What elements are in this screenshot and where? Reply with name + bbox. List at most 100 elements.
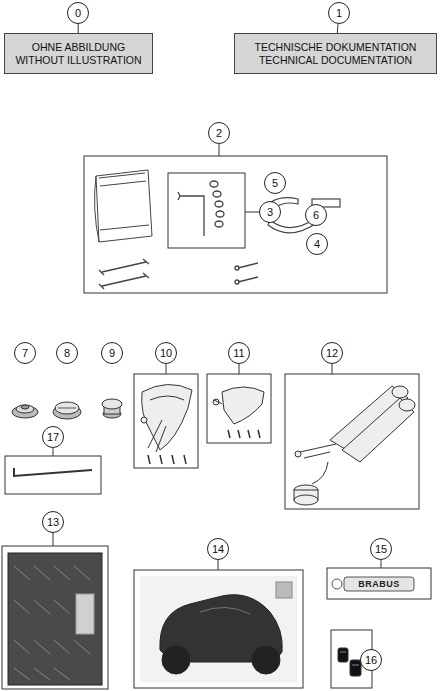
leader-line <box>381 560 382 568</box>
hex-key-illustration <box>14 468 92 476</box>
cover-illustration <box>140 576 297 682</box>
valve-cap-illustration <box>338 648 361 676</box>
note-text: TECHNICAL DOCUMENTATION <box>259 54 412 66</box>
callout-number: 1 <box>328 2 350 24</box>
callout-circle <box>156 343 177 364</box>
callout-circle <box>208 539 229 560</box>
leader-line <box>245 212 259 213</box>
oil-cap-illustration <box>102 399 122 409</box>
tool-illustration <box>213 191 221 197</box>
frame <box>168 173 245 248</box>
tool-illustration <box>210 181 218 187</box>
guard-illustration <box>148 420 166 452</box>
callout-text: 16 <box>365 654 377 667</box>
callout-number: 5 <box>264 172 286 194</box>
callout-circle <box>209 123 230 144</box>
callout-number: 2 <box>208 122 230 144</box>
cover-illustration <box>162 646 190 674</box>
callout-text: 7 <box>22 347 28 360</box>
frame <box>327 568 431 599</box>
oil-cap-illustration <box>55 402 79 414</box>
frame <box>5 456 101 494</box>
callout-number: 17 <box>42 426 64 448</box>
callout-number: 4 <box>306 233 328 255</box>
tool-illustration <box>235 266 239 270</box>
leader-line <box>218 560 219 570</box>
valve-cap-illustration <box>340 652 359 665</box>
tool-illustration <box>178 192 180 200</box>
note-box: OHNE ABBILDUNGWITHOUT ILLUSTRATION <box>4 33 153 74</box>
callout-text: 3 <box>267 206 273 219</box>
callout-text: 8 <box>64 347 70 360</box>
guard-illustration <box>228 430 260 438</box>
guard-illustration <box>148 455 186 464</box>
callout-number: 13 <box>42 511 64 533</box>
tool-illustration <box>99 259 149 275</box>
manual-illustration <box>99 173 149 230</box>
frame <box>2 156 431 689</box>
callout-number: 9 <box>101 342 123 364</box>
leader-line <box>332 364 333 374</box>
callout-number: 16 <box>360 649 382 671</box>
leader-line <box>53 533 54 546</box>
callout-text: 9 <box>109 347 115 360</box>
mat-illustration <box>76 594 94 634</box>
oil-cap-illustration <box>58 408 76 409</box>
frame <box>84 156 387 293</box>
exhaust-illustration <box>399 399 415 411</box>
guard-illustration <box>141 417 147 423</box>
manual-illustration <box>95 170 152 242</box>
callout-text: 5 <box>272 177 278 190</box>
oil-cap-illustration <box>12 399 122 419</box>
callout-text: 15 <box>375 543 387 556</box>
exhaust-illustration <box>300 444 336 458</box>
leader-line <box>166 364 167 374</box>
callout-circle <box>307 234 328 255</box>
callout-number: 8 <box>56 342 78 364</box>
callout-number: 7 <box>14 342 36 364</box>
frame <box>134 374 198 468</box>
frame <box>207 374 271 443</box>
guard-illustration <box>142 384 192 450</box>
callout-text: 0 <box>75 7 81 20</box>
tool-illustration <box>99 273 149 289</box>
callout-text: 6 <box>313 209 319 222</box>
oil-cap-illustration <box>16 405 34 413</box>
keyring-illustration <box>332 579 342 589</box>
exhaust-illustration <box>295 451 301 457</box>
exhaust-illustration <box>294 495 318 505</box>
note-text: OHNE ABBILDUNG <box>32 41 125 53</box>
callout-circle <box>361 650 382 671</box>
tool-illustration <box>238 263 258 282</box>
oil-cap-illustration <box>12 406 38 418</box>
callout-circle <box>229 343 250 364</box>
note-text: TECHNISCHE DOKUMENTATION <box>255 41 417 53</box>
exhaust-illustration <box>342 398 414 462</box>
leader-line <box>239 364 240 374</box>
callout-circle <box>102 343 123 364</box>
callout-number: 14 <box>207 538 229 560</box>
keyring-illustration <box>332 577 414 591</box>
callout-circle <box>43 512 64 533</box>
frame <box>2 546 108 689</box>
cover-illustration <box>140 576 297 682</box>
callout-circle <box>329 3 350 24</box>
valve-cap-illustration <box>338 648 348 662</box>
frame <box>285 374 419 509</box>
leader-line <box>219 144 220 156</box>
callout-text: 2 <box>216 127 222 140</box>
callout-number: 12 <box>321 342 343 364</box>
callout-text: 17 <box>47 431 59 444</box>
tool-illustration <box>215 201 223 207</box>
callout-text: 4 <box>314 238 320 251</box>
tool-illustration <box>216 211 224 217</box>
manual-illustration <box>95 176 99 242</box>
cover-illustration <box>276 582 292 598</box>
leader-line <box>53 144 381 570</box>
callout-number: 0 <box>67 2 89 24</box>
tool-illustration <box>235 280 239 284</box>
guard-illustration <box>141 384 264 464</box>
leader-line <box>78 24 79 33</box>
oil-cap-illustration <box>21 405 29 409</box>
